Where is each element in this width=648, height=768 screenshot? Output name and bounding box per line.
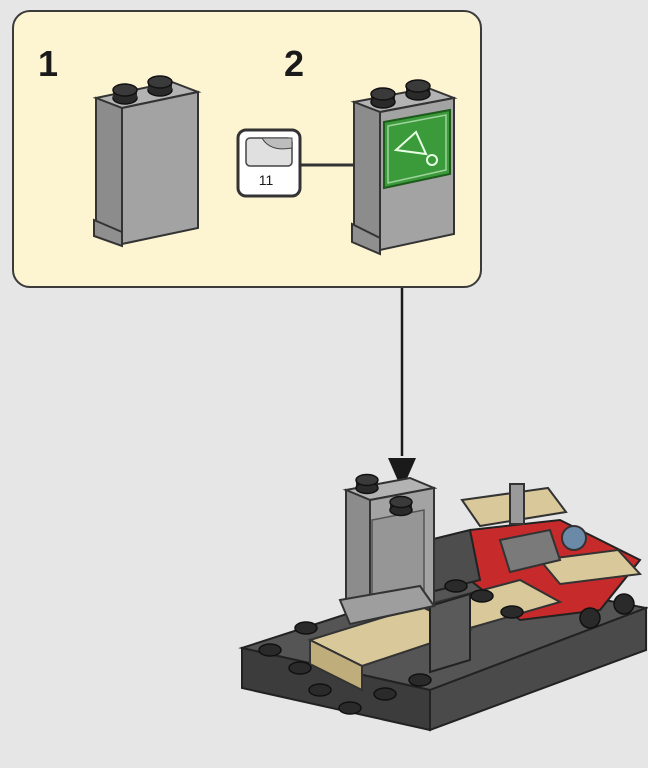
base-studs (258, 579, 524, 715)
main-assembly-model (238, 473, 648, 732)
sticker-number-label: 11 (258, 172, 274, 188)
sticker-indicator (236, 128, 384, 198)
gray-panel-brick-step1 (92, 75, 202, 248)
gray-panel-brick-with-sticker (350, 79, 458, 256)
placement-arrow (388, 288, 416, 490)
step-number-1: 1 (38, 43, 59, 84)
step-number-2: 2 (284, 43, 305, 84)
